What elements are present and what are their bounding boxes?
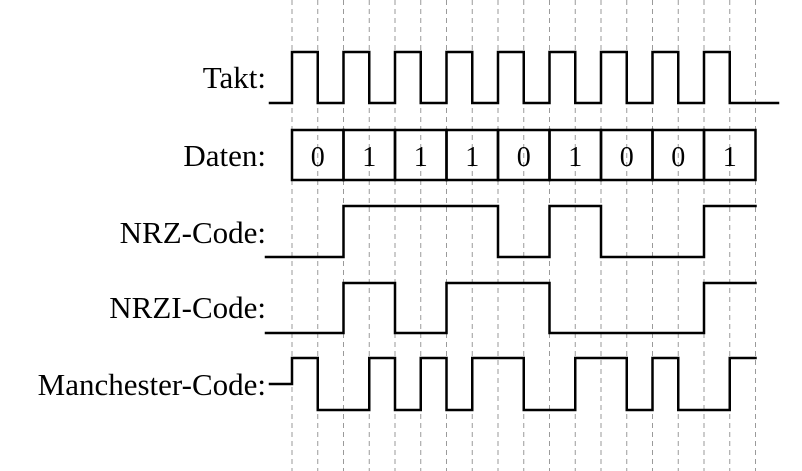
data-bit-value: 1	[723, 142, 737, 173]
label-nrz-code: NRZ-Code:	[120, 215, 266, 250]
clock-signal	[268, 50, 780, 105]
manchester-signal	[268, 356, 757, 412]
data-bit-value: 1	[465, 142, 479, 173]
label-daten: Daten:	[183, 138, 266, 173]
data-bit-value: 0	[620, 142, 634, 173]
nrzi-signal	[264, 281, 757, 335]
data-bit-value: 1	[568, 142, 582, 173]
data-bit-value: 0	[671, 142, 685, 173]
data-bit-value: 1	[362, 142, 376, 173]
label-manchester-code: Manchester-Code:	[38, 367, 266, 402]
data-bit-value: 1	[414, 142, 428, 173]
data-bit-cells: 0 1 1 1 0 1 0 0 1	[290, 128, 757, 182]
label-nrzi-code: NRZI-Code:	[109, 290, 266, 325]
data-bit-value: 0	[311, 142, 325, 173]
data-bit-cell	[702, 128, 757, 182]
nrz-signal	[264, 204, 757, 259]
data-bit-value: 0	[517, 142, 531, 173]
label-takt: Takt:	[203, 60, 266, 95]
